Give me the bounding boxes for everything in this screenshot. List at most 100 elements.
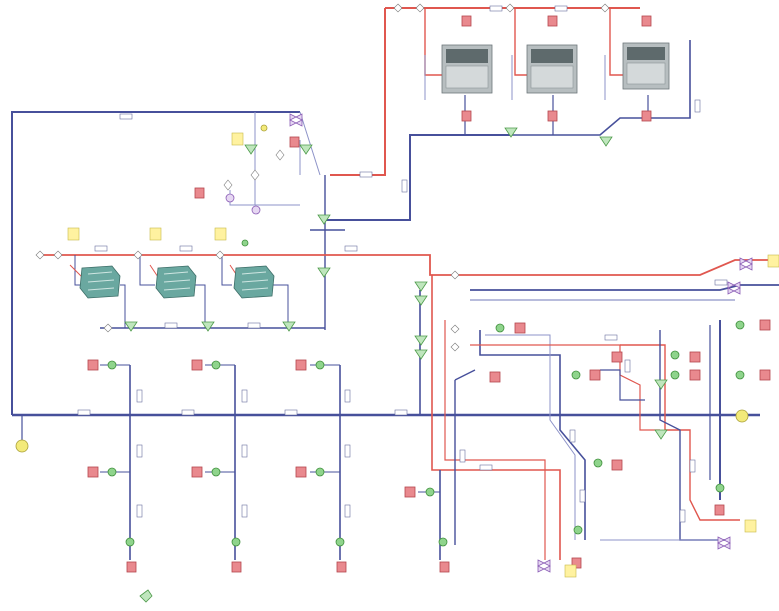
load-box-icon[interactable] [689,351,701,363]
load-box-icon[interactable] [439,561,450,573]
pipe-tag[interactable] [624,359,631,373]
hx3-connection[interactable] [221,255,289,328]
pump-icon[interactable] [571,370,581,380]
load-box-icon[interactable] [759,369,771,381]
valve-icon[interactable] [654,379,668,390]
primary-bypass-riser[interactable] [310,175,345,330]
pump-icon[interactable] [593,458,603,468]
note-icon[interactable] [767,254,779,268]
pump-icon[interactable] [335,537,345,547]
pump-icon[interactable] [735,320,745,330]
pipe-tag[interactable] [344,504,351,518]
pipe-tag[interactable] [679,509,686,523]
pump-icon[interactable] [315,467,325,477]
pipe-tag[interactable] [604,334,618,341]
load-box-icon[interactable] [87,466,99,478]
load-box-icon[interactable] [611,459,623,471]
right-supply-main[interactable] [460,259,779,276]
pipe-tag[interactable] [489,5,503,12]
air-cooled-chiller-3[interactable] [622,42,670,90]
fitting-icon[interactable] [600,3,610,13]
pipe-tag[interactable] [459,449,466,463]
fitting-icon[interactable] [450,324,460,334]
pump-icon[interactable] [107,360,117,370]
valve-icon[interactable] [124,321,138,332]
pump-icon[interactable] [211,360,221,370]
pump-icon[interactable] [715,483,725,493]
pipe-tag[interactable] [164,322,178,329]
pipe-tag[interactable] [284,409,298,416]
pipe-tag[interactable] [714,279,728,286]
control-valve-icon[interactable] [225,193,235,203]
pipe-tag[interactable] [181,409,195,416]
pump-icon[interactable] [438,537,448,547]
load-box-icon[interactable] [295,466,307,478]
load-box-icon[interactable] [514,322,526,334]
load-box-icon[interactable] [231,561,242,573]
heat-exchanger-1[interactable] [79,265,121,299]
valve-icon[interactable] [654,429,668,440]
pipe-tag[interactable] [479,464,493,471]
fitting-icon[interactable] [103,323,113,333]
mid-right-cross[interactable] [600,369,645,401]
pipe-tag[interactable] [94,245,108,252]
load-box-icon[interactable] [191,466,203,478]
branch-riser-a[interactable] [479,330,586,540]
pipe-tag[interactable] [344,389,351,403]
valve-icon[interactable] [282,321,296,332]
load-box-icon[interactable] [295,359,307,371]
heat-exchanger-2[interactable] [155,265,197,299]
control-valve-icon[interactable] [537,559,551,573]
load-box-icon[interactable] [641,15,652,27]
lower-mid-branch[interactable] [454,369,476,545]
pump-icon[interactable] [670,370,680,380]
note-icon[interactable] [231,132,244,146]
fitting-icon[interactable] [53,250,63,260]
branch-riser-d[interactable] [620,344,740,521]
pipe-tag[interactable] [579,489,586,503]
fitting-icon[interactable] [35,250,45,260]
pump-icon[interactable] [495,323,505,333]
valve-icon[interactable] [414,281,428,292]
control-valve-icon[interactable] [251,205,261,215]
fitting-icon[interactable] [450,342,460,352]
load-box-icon[interactable] [289,136,300,148]
valve-icon[interactable] [244,144,258,155]
pipe-tag[interactable] [401,179,408,193]
pipe-tag[interactable] [394,409,408,416]
load-box-icon[interactable] [461,110,472,122]
load-box-icon[interactable] [87,359,99,371]
valve-icon[interactable] [317,267,331,278]
pipe-tag[interactable] [77,409,91,416]
valve-icon[interactable] [504,127,518,138]
load-box-icon[interactable] [404,486,416,498]
valve-icon[interactable] [414,349,428,360]
pump-icon[interactable] [211,467,221,477]
pipe-tag[interactable] [136,504,143,518]
load-box-icon[interactable] [571,557,582,569]
pipe-tag[interactable] [554,5,568,12]
pipe-tag[interactable] [344,245,358,252]
top-supply-riser[interactable] [330,8,386,176]
orphan-marker[interactable] [139,589,153,603]
chiller-3-supply[interactable] [609,8,625,76]
air-cooled-chiller-2[interactable] [526,44,578,94]
control-valve-icon[interactable] [727,281,741,295]
pipe-tag[interactable] [689,459,696,473]
fitting-icon[interactable] [133,250,143,260]
boundary-node-icon[interactable] [260,124,268,132]
right-return-main[interactable] [470,284,779,291]
heat-exchanger-3[interactable] [233,265,275,299]
fitting-icon[interactable] [505,3,515,13]
fitting-icon[interactable] [250,169,260,181]
pipe-tag[interactable] [241,444,248,458]
load-box-icon[interactable] [641,110,652,122]
note-icon[interactable] [67,227,80,241]
load-box-icon[interactable] [714,504,725,516]
right-vertical-supply-2[interactable] [444,320,546,560]
pump-icon[interactable] [735,370,745,380]
branch-riser-b[interactable] [485,334,576,540]
load-box-icon[interactable] [589,369,601,381]
